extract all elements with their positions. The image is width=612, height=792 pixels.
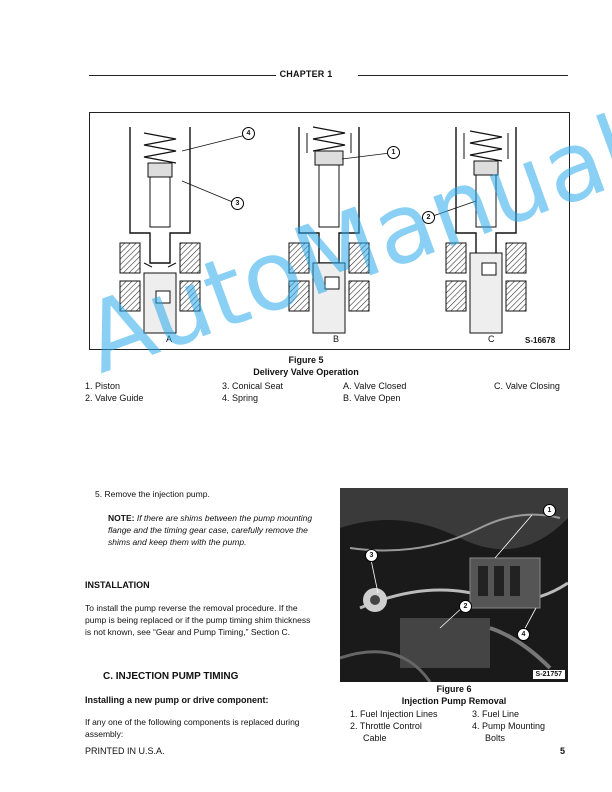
chapter-label: CHAPTER 1 [275,69,337,79]
installation-text: To install the pump reverse the removal … [85,603,311,637]
fig6-callout-3: 3 [365,549,378,562]
chapter-header: CHAPTER 1 [0,69,612,79]
legend-item: 3. Conical Seat [222,381,284,391]
figure-5-diagram: 4 3 1 2 [89,112,570,350]
step-5: 5. Remove the injection pump. [95,489,210,499]
figure-6-title: Injection Pump Removal [401,696,507,706]
figure-5-legend-col3: A. Valve Closed B. Valve Open [343,380,406,404]
figure-5-legend-col1: 1. Piston 2. Valve Guide [85,380,143,404]
legend-item: 4. Pump Mounting [472,721,546,731]
figure-6-legend-col1: 1. Fuel Injection Lines 2. Throttle Cont… [350,708,438,744]
panel-label-a: A [166,334,173,344]
legend-item: 4. Spring [222,393,259,403]
note-block: NOTE: If there are shims between the pum… [108,512,313,548]
legend-item: C. Valve Closing [494,381,560,391]
fig6-callout-1: 1 [543,504,556,517]
legend-item: B. Valve Open [343,393,401,403]
legend-item: 1. Fuel Injection Lines [350,709,438,719]
fig6-callout-4: 4 [517,628,530,641]
header-rule-left [89,75,294,76]
note-text: If there are shims between the pump moun… [108,513,313,547]
printed-in-usa: PRINTED IN U.S.A. [85,746,165,756]
note-label: NOTE: [108,513,135,523]
fig5-callout-4: 4 [242,127,255,140]
page-number: 5 [560,746,566,756]
figure-5-code: S-16678 [525,336,556,345]
fig5-callout-2: 2 [422,211,435,224]
fig5-callout-3: 3 [231,197,244,210]
section-c-text: If any one of the following components i… [85,717,300,739]
panel-a-valve [119,127,201,334]
legend-item: 2. Valve Guide [85,393,144,403]
fig6-callout-2: 2 [459,600,472,613]
section-c-subheading: Installing a new pump or drive component… [85,695,269,705]
legend-item: 2. Throttle Control [350,721,422,731]
legend-item: Cable [363,733,387,743]
figure-5-number: Figure 5 [288,355,324,365]
installation-heading: INSTALLATION [85,580,150,590]
delivery-valve-illustration [119,126,527,334]
figure-5-title: Delivery Valve Operation [253,367,359,377]
legend-item: A. Valve Closed [343,381,407,391]
legend-item: Bolts [485,733,506,743]
fig5-callout-1: 1 [387,146,400,159]
section-c-heading: C. INJECTION PUMP TIMING [103,671,239,682]
injection-pump-photo [340,488,568,682]
figure-6-photo: 1 3 2 4 S-21757 [340,488,568,682]
figure-6-number: Figure 6 [436,684,472,694]
figure-5-legend-col4: C. Valve Closing [494,380,560,392]
figure-6-legend-col2: 3. Fuel Line 4. Pump Mounting Bolts [472,708,545,744]
panel-c-valve [445,127,527,334]
panel-label-b: B [333,334,340,344]
panel-label-c: C [488,334,495,344]
panel-b-valve [288,126,370,334]
legend-item: 1. Piston [85,381,121,391]
figure-6-code: S-21757 [532,670,565,679]
figure-5-legend-col2: 3. Conical Seat 4. Spring [222,380,283,404]
header-rule-right [358,75,568,76]
legend-item: 3. Fuel Line [472,709,520,719]
